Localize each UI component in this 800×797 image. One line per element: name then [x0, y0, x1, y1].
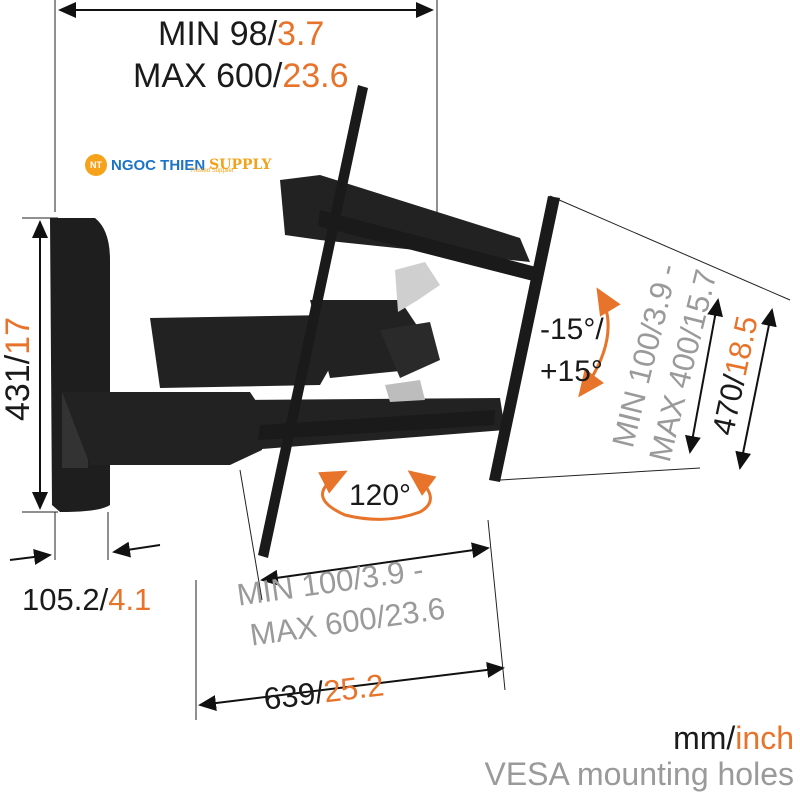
unit-legend: mm/inch [673, 722, 794, 754]
tilt-line1: -15°/ [540, 313, 604, 346]
wall-plate [50, 218, 110, 512]
top-width-max: MAX 600/23.6 [133, 59, 349, 93]
unit-mm: mm/ [673, 720, 736, 756]
height-mm: 431/ [0, 354, 37, 422]
top-width-min: MIN 98/3.7 [158, 17, 324, 51]
depth-dimension: 105.2/4.1 [22, 584, 151, 615]
top-width-max-inch: 23.6 [282, 57, 349, 95]
logo-tagline: Trusted Supplier [190, 168, 234, 174]
total-depth-mm: 639/ [261, 674, 326, 717]
total-depth-inch: 25.2 [321, 667, 386, 710]
logo-badge-icon: NT [85, 154, 107, 176]
tilt-line2: +15° [540, 355, 603, 388]
tilt-arrow [578, 287, 621, 398]
top-width-min-mm: MIN 98/ [158, 15, 278, 53]
mounting-rails [258, 85, 560, 558]
vesa-legend: VESA mounting holes [484, 756, 794, 792]
swivel-arrow [318, 470, 437, 521]
logo-supply: SUPPLY [209, 157, 272, 173]
top-width-max-mm: MAX 600/ [133, 57, 283, 95]
top-width-min-inch: 3.7 [277, 15, 325, 53]
height-dimension: 431/17 [0, 304, 37, 434]
logo-name: NGOC THIEN [111, 156, 206, 174]
depth-mm: 105.2/ [22, 582, 109, 617]
dimension-arrows [9, 2, 777, 712]
swivel-angle: 120° [349, 479, 412, 512]
depth-inch: 4.1 [108, 582, 152, 617]
brand-logo: NT NGOC THIEN SUPPLY [85, 150, 272, 180]
unit-inch: inch [735, 720, 794, 756]
guide-lines [22, 0, 791, 720]
height-inch: 17 [0, 317, 37, 355]
